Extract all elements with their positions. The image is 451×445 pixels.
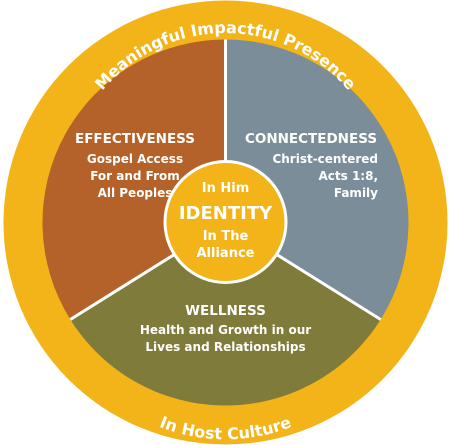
wellness-text: WELLNESS Health and Growth in our Lives … [140,303,311,354]
core-bottom-line-2: Alliance [197,246,255,261]
core-bottom-line-1: In The [203,229,249,244]
connectedness-line-2: Acts 1:8, [318,169,378,183]
wellness-title: WELLNESS [185,303,266,319]
effectiveness-line-2: For and From [90,169,180,183]
core-title: IDENTITY [179,203,273,224]
connectedness-text: CONNECTEDNESS Christ-centered Acts 1:8, … [245,131,378,200]
effectiveness-title: EFFECTIVENESS [75,131,195,147]
effectiveness-line-1: Gospel Access [87,152,183,166]
wellness-line-1: Health and Growth in our [140,323,311,337]
core-top-label: In Him [202,181,250,196]
core-text: In Him IDENTITY In The Alliance [179,181,273,261]
effectiveness-text: EFFECTIVENESS Gospel Access For and From… [75,131,195,200]
connectedness-line-1: Christ-centered [272,152,378,166]
wellness-segment [70,222,381,406]
wellness-line-2: Lives and Relationships [145,340,305,354]
connectedness-title: CONNECTEDNESS [245,131,377,147]
connectedness-line-3: Family [334,186,378,200]
effectiveness-line-3: All Peoples [98,186,173,200]
core-circle [166,163,285,281]
